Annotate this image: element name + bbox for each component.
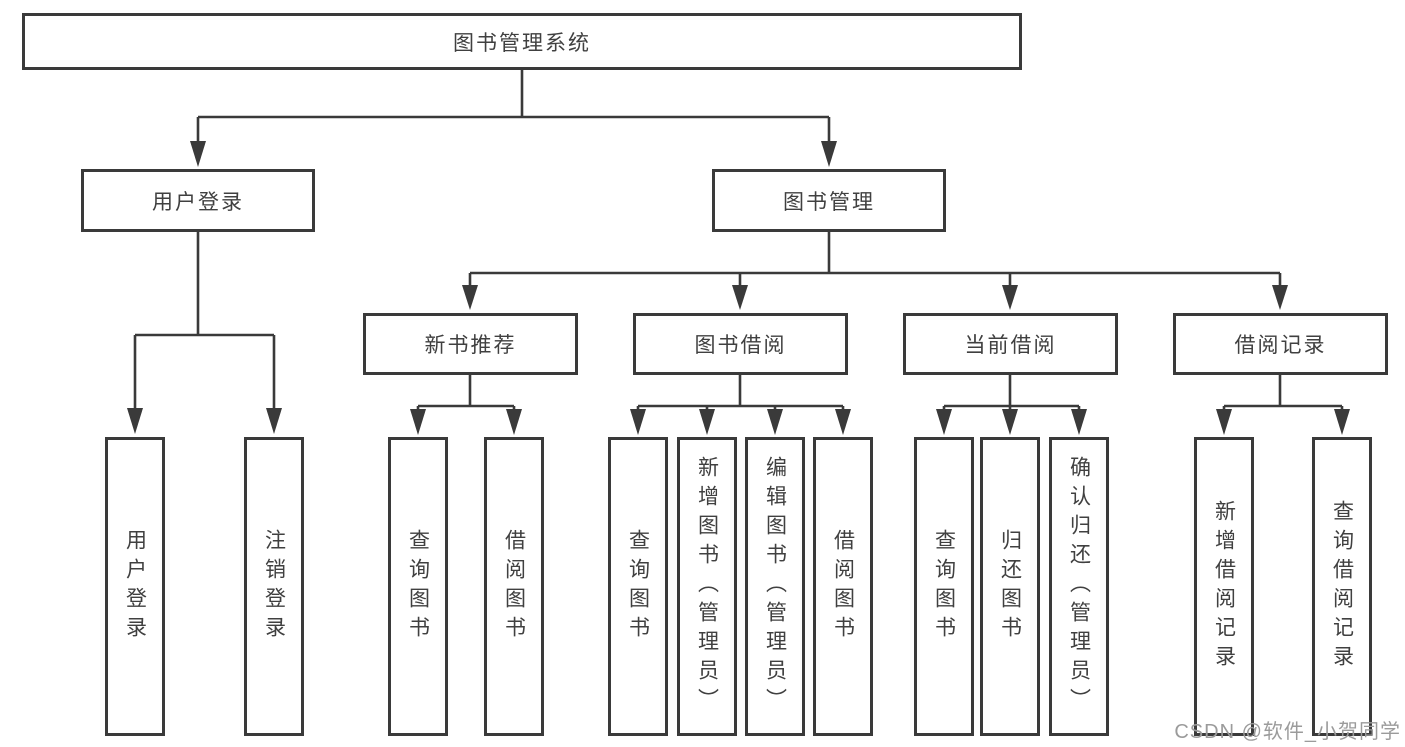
connector-book-management-branch (462, 232, 1288, 310)
arrow-down-icon (506, 409, 522, 435)
node-label: 新增借阅记录 (1212, 499, 1236, 674)
connector-new-book-branch (410, 375, 522, 435)
node-borrowing-records: 借阅记录 (1173, 313, 1388, 375)
node-user-login: 用户登录 (81, 169, 315, 232)
node-label: 确认归还（管理员） (1067, 456, 1091, 717)
node-current-borrowing: 当前借阅 (903, 313, 1118, 375)
arrow-down-icon (410, 409, 426, 435)
node-leaf-add-books-admin: 新增图书（管理员） (677, 437, 737, 736)
node-label: 借阅图书 (831, 528, 855, 645)
node-label: 查询借阅记录 (1330, 499, 1354, 674)
arrow-down-icon (190, 141, 206, 167)
connector-line (942, 375, 1081, 410)
node-label: 查询图书 (626, 528, 650, 645)
node-leaf-user-login: 用户登录 (105, 437, 165, 736)
connector-root-to-level2 (190, 70, 837, 167)
node-label: 借阅记录 (1234, 334, 1327, 357)
arrow-down-icon (127, 408, 143, 434)
node-leaf-query-books-recommend: 查询图书 (388, 437, 448, 736)
arrow-down-icon (821, 141, 837, 167)
node-label: 图书管理 (783, 190, 875, 214)
node-label: 借阅图书 (502, 528, 526, 645)
node-label: 图书借阅 (694, 334, 787, 357)
csdn-watermark: CSDN @软件_小贺同学 (1174, 721, 1401, 743)
connector-borrow-record-branch (1216, 375, 1350, 435)
arrow-down-icon (835, 409, 851, 435)
arrow-down-icon (1002, 409, 1018, 435)
connector-line (468, 232, 1282, 286)
arrow-down-icon (1272, 285, 1288, 310)
connector-line (133, 232, 276, 409)
node-library-management-system: 图书管理系统 (22, 13, 1022, 70)
connector-line (416, 375, 516, 410)
arrow-down-icon (1071, 409, 1087, 435)
node-leaf-add-borrow-record: 新增借阅记录 (1194, 437, 1254, 736)
node-label: 编辑图书（管理员） (763, 456, 787, 717)
node-label: 查询图书 (406, 528, 430, 645)
node-leaf-logout: 注销登录 (244, 437, 304, 736)
node-book-borrowing: 图书借阅 (633, 313, 848, 375)
arrow-down-icon (1002, 285, 1018, 310)
node-label: 用户登录 (152, 190, 244, 214)
arrow-down-icon (462, 285, 478, 310)
arrow-down-icon (767, 409, 783, 435)
connector-book-borrow-branch (630, 375, 851, 435)
node-leaf-borrow-books: 借阅图书 (813, 437, 873, 736)
arrow-down-icon (1334, 409, 1350, 435)
arrow-down-icon (630, 409, 646, 435)
node-label: 新书推荐 (424, 334, 517, 357)
node-label: 归还图书 (998, 528, 1022, 645)
connector-line (1222, 375, 1344, 410)
node-leaf-query-borrow-record: 查询借阅记录 (1312, 437, 1372, 736)
connector-line (636, 375, 845, 410)
node-label: 查询图书 (932, 528, 956, 645)
node-label: 图书管理系统 (453, 31, 591, 55)
arrow-down-icon (1216, 409, 1232, 435)
arrow-down-icon (936, 409, 952, 435)
node-leaf-query-books-borrow: 查询图书 (608, 437, 668, 736)
node-leaf-borrow-books-recommend: 借阅图书 (484, 437, 544, 736)
node-book-management: 图书管理 (712, 169, 946, 232)
node-label: 当前借阅 (964, 334, 1057, 357)
arrow-down-icon (699, 409, 715, 435)
arrow-down-icon (732, 285, 748, 310)
connector-user-login-branch (127, 232, 282, 434)
connector-current-borrow-branch (936, 375, 1087, 435)
node-leaf-return-books: 归还图书 (980, 437, 1040, 736)
node-leaf-edit-books-admin: 编辑图书（管理员） (745, 437, 805, 736)
node-label: 注销登录 (262, 528, 286, 645)
node-label: 用户登录 (123, 528, 147, 645)
node-leaf-query-books-current: 查询图书 (914, 437, 974, 736)
node-leaf-confirm-return-admin: 确认归还（管理员） (1049, 437, 1109, 736)
node-new-book-recommend: 新书推荐 (363, 313, 578, 375)
arrow-down-icon (266, 408, 282, 434)
node-label: 新增图书（管理员） (695, 456, 719, 717)
connector-line (196, 70, 831, 143)
